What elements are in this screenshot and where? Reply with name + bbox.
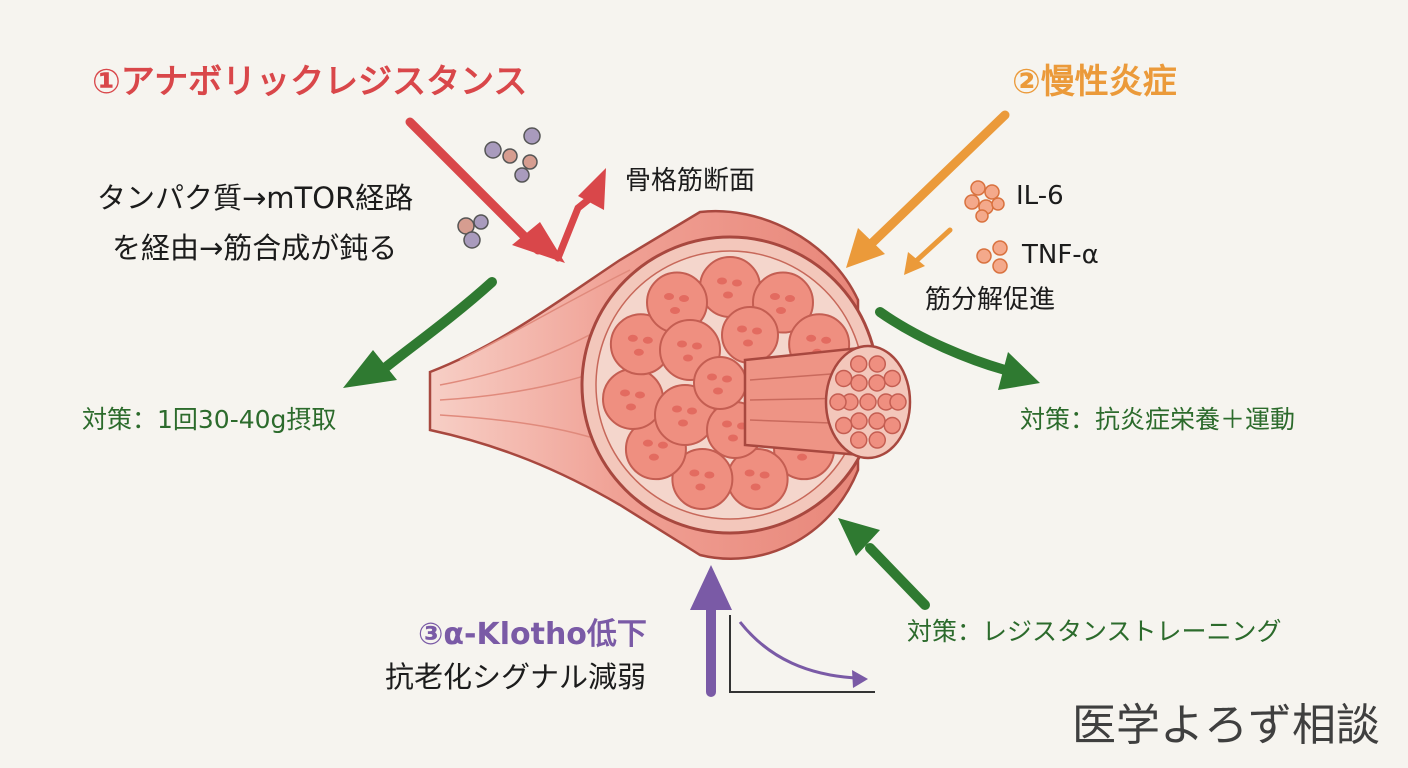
il6-label: IL-6 bbox=[1016, 181, 1064, 211]
fascicle bbox=[601, 367, 664, 430]
anabolic-up-arrow bbox=[554, 168, 606, 262]
chronic-inflammation-title: ②慢性炎症 bbox=[1012, 62, 1177, 102]
tnf-icon bbox=[976, 240, 1008, 274]
tnf-alpha-label: TNF-α bbox=[1022, 240, 1099, 270]
fiber bbox=[849, 431, 868, 449]
fascicle bbox=[693, 356, 747, 410]
cytokine-arrow bbox=[904, 227, 953, 275]
countermeasure-protein: 対策：1回30-40g摂取 bbox=[82, 405, 337, 434]
countermeasure-arrow-right bbox=[875, 307, 1040, 390]
amino-acid-molecules bbox=[457, 127, 541, 249]
anabolic-resistance-title: ①アナボリックレジスタンス bbox=[92, 62, 528, 102]
cross-section-label: 骨格筋断面 bbox=[625, 166, 756, 196]
fiber bbox=[883, 416, 902, 435]
watermark-logo: 医学よろず相談 bbox=[1072, 700, 1380, 751]
fiber bbox=[868, 431, 887, 449]
fiber bbox=[834, 416, 853, 435]
fiber bbox=[868, 374, 886, 392]
fiber bbox=[850, 412, 868, 430]
muscle-fibers bbox=[829, 355, 907, 449]
decline-graph bbox=[729, 615, 875, 693]
fiber bbox=[850, 374, 868, 392]
countermeasure-resistance-training: 対策：レジスタンストレーニング bbox=[907, 617, 1282, 646]
muscle-breakdown-label: 筋分解促進 bbox=[925, 285, 1056, 315]
fiber bbox=[889, 393, 907, 411]
fascicle bbox=[609, 313, 672, 376]
fiber bbox=[829, 393, 847, 411]
klotho-title: ③α-Klotho低下 bbox=[418, 617, 647, 652]
fascicle bbox=[671, 448, 734, 511]
anabolic-desc-line2: を経由→筋合成が鈍る bbox=[112, 231, 398, 265]
inflammation-arrow bbox=[846, 110, 1010, 268]
klotho-arrow bbox=[690, 565, 732, 697]
countermeasure-anti-inflammatory: 対策：抗炎症栄養＋運動 bbox=[1020, 405, 1296, 434]
fiber bbox=[868, 412, 886, 430]
fiber bbox=[883, 369, 902, 388]
countermeasure-arrow-bottom bbox=[838, 518, 930, 610]
anabolic-arrow bbox=[405, 117, 565, 263]
fascicle bbox=[721, 306, 779, 364]
klotho-desc: 抗老化シグナル減弱 bbox=[385, 660, 647, 694]
il6-icon bbox=[964, 180, 1005, 223]
fiber bbox=[834, 369, 853, 388]
fiber bbox=[868, 355, 887, 373]
countermeasure-arrow-left bbox=[343, 277, 497, 388]
anabolic-desc-line1: タンパク質→mTOR経路 bbox=[97, 181, 414, 215]
fiber bbox=[849, 355, 868, 373]
fiber bbox=[859, 393, 877, 411]
